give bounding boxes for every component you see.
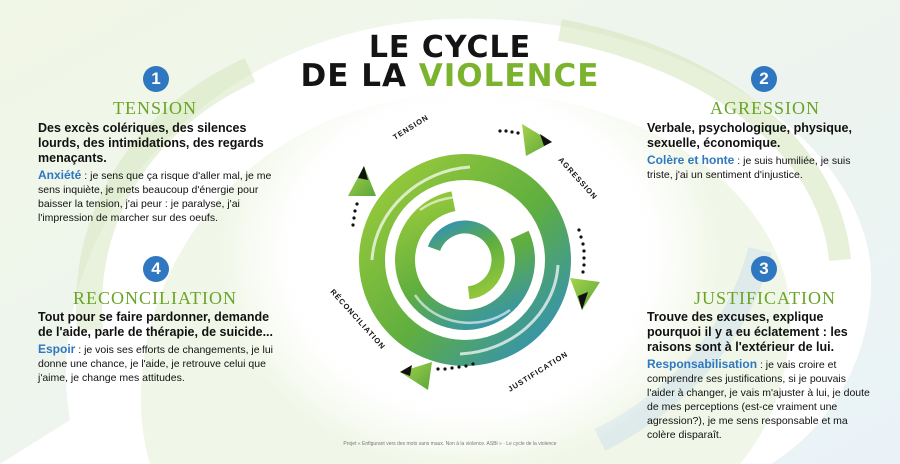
stage-2-keyword: Colère et honte — [647, 153, 735, 167]
stage-2-detail-text: : je suis humiliée, je suis triste, j'ai… — [647, 155, 851, 181]
cycle-arrowheads — [348, 124, 600, 390]
stage-1-heading: TENSION — [113, 98, 197, 118]
stage-3-text: Trouve des excuses, explique pourquoi il… — [647, 310, 875, 442]
cycle-label-tension: TENSION — [391, 113, 430, 142]
stage-2-text: Verbale, psychologique, physique, sexuel… — [647, 121, 872, 182]
dotted-connectors — [351, 129, 586, 371]
stage-4-text: Tout pour se faire pardonner, demande de… — [38, 310, 278, 385]
stage-4-badge: 4 — [143, 256, 169, 282]
stage-1-keyword: Anxiété — [38, 168, 82, 182]
title-line-1: LE CYCLE — [368, 30, 532, 65]
cycle-label-agression: AGRESSION — [557, 155, 600, 201]
cycle-diagram: TENSION AGRESSION JUSTIFICATION RÉCONCIL… — [329, 113, 600, 394]
stage-1-detail: Anxiété : je sens que ça risque d'aller … — [38, 168, 278, 225]
stage-3-badge: 3 — [751, 256, 777, 282]
stage-1-text: Des excès colériques, des silences lourd… — [38, 121, 278, 225]
arrowhead-right — [570, 278, 600, 310]
stage-3-heading: JUSTIFICATION — [693, 288, 836, 308]
stage-1-detail-text: : je sens que ça risque d'aller mal, je … — [38, 170, 272, 224]
footnote: Projet « Enfigurant vers des mots sans m… — [343, 441, 557, 447]
stage-3-lead: Trouve des excuses, explique pourquoi il… — [647, 310, 848, 354]
stage-2-badge: 2 — [751, 66, 777, 92]
central-swirl — [359, 154, 571, 366]
title-prefix: DE LA — [300, 58, 419, 94]
arrowhead-bottom-left — [400, 362, 432, 390]
stage-3-detail-text: : je vais croire et comprendre ses justi… — [647, 359, 870, 441]
stage-4-lead: Tout pour se faire pardonner, demande de… — [38, 310, 273, 339]
stage-4-keyword: Espoir — [38, 342, 76, 356]
stage-3-detail: Responsabilisation : je vais croire et c… — [647, 357, 875, 442]
stage-4-heading: RECONCILIATION — [73, 288, 237, 308]
arrowhead-left — [348, 166, 376, 196]
title-line-2: DE LA VIOLENCE — [0, 58, 900, 94]
stage-1-lead: Des excès colériques, des silences lourd… — [38, 121, 264, 165]
stage-2-heading: AGRESSION — [709, 98, 820, 118]
stage-2-detail: Colère et honte : je suis humiliée, je s… — [647, 153, 872, 182]
arrowhead-top-right — [522, 124, 552, 156]
stage-4-detail: Espoir : je vois ses efforts de changeme… — [38, 342, 278, 385]
stage-1-badge: 1 — [143, 66, 169, 92]
stage-3-keyword: Responsabilisation — [647, 357, 758, 371]
stage-2-lead: Verbale, psychologique, physique, sexuel… — [647, 121, 852, 150]
cycle-label-justification: JUSTIFICATION — [506, 349, 569, 393]
stage-4-detail-text: : je vois ses efforts de changements, je… — [38, 344, 274, 384]
title-accent: VIOLENCE — [418, 58, 600, 94]
